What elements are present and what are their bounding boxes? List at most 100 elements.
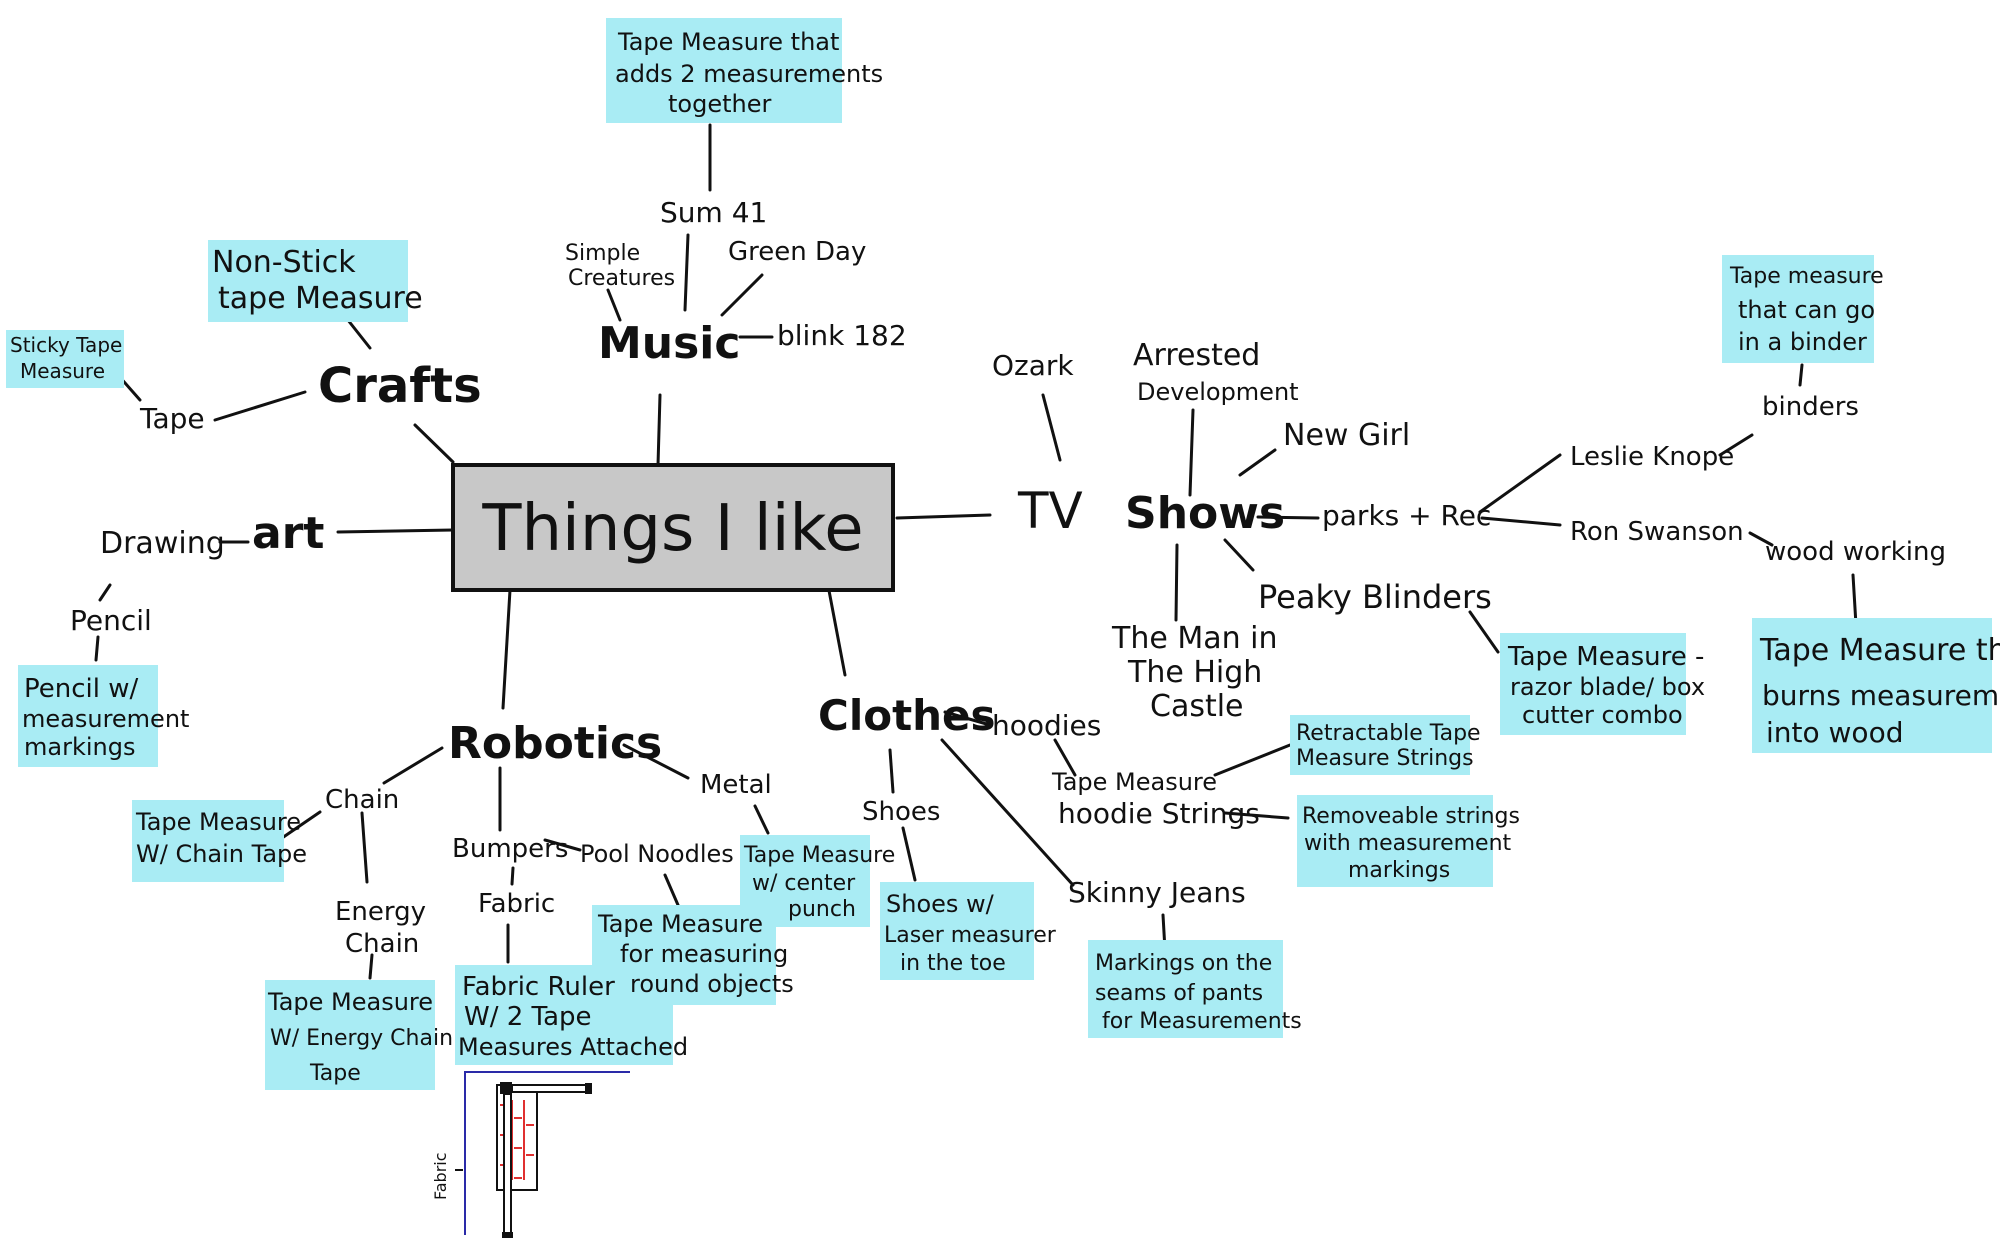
item-simple-creatures-line1: Simple (565, 241, 640, 266)
fabric-ruler-sketch: Fabric (431, 1071, 630, 1238)
item-energy-chain-line2: Chain (345, 929, 419, 959)
item-wood-working: wood working (1765, 537, 1946, 567)
note-retractable-line1: Retractable Tape (1296, 721, 1481, 746)
item-tape: Tape (139, 402, 205, 435)
item-energy-chain-line1: Energy (335, 897, 426, 927)
note-laser-shoe: Shoes w/ Laser measurer in the toe (884, 890, 1057, 976)
note-jeans-seams: Markings on the seams of pants for Measu… (1095, 951, 1302, 1034)
note-fabric-ruler: Fabric Ruler W/ 2 Tape Measures Attached (458, 972, 688, 1061)
note-laser-shoe-line1: Shoes w/ (886, 890, 995, 918)
topic-shows: Shows (1125, 488, 1285, 539)
note-burns-wood: Tape Measure that burns measurement into… (1759, 633, 2000, 749)
topic-robotics: Robotics (448, 718, 662, 769)
note-sticky-tape-line1: Sticky Tape (10, 333, 122, 357)
note-chain-tape-line2: W/ Chain Tape (136, 840, 307, 868)
note-pencil-marks-line2: measurement (22, 705, 189, 733)
topic-music: Music (598, 318, 740, 369)
note-binder-tape: Tape measure that can go in a binder (1729, 264, 1884, 356)
note-removable-line3: markings (1348, 858, 1450, 883)
item-blink182: blink 182 (777, 319, 907, 352)
item-hoodies: hoodies (992, 709, 1101, 742)
item-hoodie-strings-line1: Tape Measure (1051, 768, 1217, 796)
note-center-punch-line2: w/ center (752, 871, 856, 896)
note-removable: Removeable strings with measurement mark… (1302, 804, 1520, 883)
item-sum41: Sum 41 (660, 196, 767, 229)
topic-tv: TV (1017, 482, 1083, 540)
item-pencil: Pencil (70, 604, 152, 637)
note-backgrounds (6, 18, 1992, 1090)
note-non-stick-line1: Non-Stick (212, 245, 356, 280)
note-binder-tape-line1: Tape measure (1729, 264, 1884, 289)
item-arrested-line1: Arrested (1133, 338, 1260, 373)
note-chain-tape: Tape Measure W/ Chain Tape (135, 808, 307, 868)
item-bumpers: Bumpers (452, 834, 568, 864)
note-chain-tape-line1: Tape Measure (135, 808, 301, 836)
topic-crafts: Crafts (318, 358, 482, 414)
item-chain: Chain (325, 785, 399, 815)
note-razor-combo-line3: cutter combo (1522, 701, 1683, 729)
center-title: Things I like (481, 492, 863, 566)
note-laser-shoe-line2: Laser measurer (884, 923, 1057, 948)
item-shoes: Shoes (862, 797, 940, 827)
note-energy-chain-tape-line3: Tape (309, 1061, 361, 1086)
note-round-objects-line2: for measuring (620, 940, 788, 968)
note-tape-adds-line1: Tape Measure that (617, 28, 839, 56)
note-retractable-line2: Measure Strings (1296, 746, 1474, 771)
note-removable-line1: Removeable strings (1302, 804, 1520, 829)
item-new-girl: New Girl (1283, 418, 1410, 453)
item-pool-noodles: Pool Noodles (580, 840, 734, 868)
item-hoodie-strings-line2: hoodie Strings (1058, 797, 1260, 830)
item-man-high-castle-line3: Castle (1150, 689, 1244, 724)
note-burns-wood-line2: burns measurement (1762, 679, 2000, 712)
note-sticky-tape-line2: Measure (20, 359, 105, 383)
note-energy-chain-tape-line2: W/ Energy Chain (270, 1026, 453, 1051)
connector-lines (94, 123, 1858, 980)
tape-blade-tip-horizontal (585, 1083, 592, 1094)
note-round-objects: Tape Measure for measuring round objects (597, 910, 794, 998)
note-jeans-seams-line2: seams of pants (1095, 981, 1263, 1006)
tape-blade-horizontal (511, 1084, 588, 1093)
item-arrested-line2: Development (1137, 378, 1299, 406)
item-simple-creatures-line2: Creatures (568, 266, 675, 291)
item-ron-swanson: Ron Swanson (1570, 517, 1744, 547)
fabric-edge-line (464, 1071, 630, 1235)
item-man-high-castle-line1: The Man in (1111, 621, 1278, 656)
note-binder-tape-line3: in a binder (1738, 328, 1867, 356)
note-fabric-ruler-line3: Measures Attached (458, 1033, 688, 1061)
note-retractable: Retractable Tape Measure Strings (1296, 721, 1481, 771)
note-burns-wood-line3: into wood (1766, 716, 1903, 749)
item-ozark: Ozark (992, 349, 1074, 382)
center-box (451, 463, 895, 592)
item-parks-rec: parks + Rec (1322, 499, 1491, 532)
note-razor-combo-line1: Tape Measure - (1507, 642, 1704, 672)
note-round-objects-line1: Tape Measure (597, 910, 763, 938)
item-metal: Metal (700, 770, 772, 800)
tape-blade-tip-vertical (502, 1232, 513, 1238)
note-sticky-tape: Sticky Tape Measure (10, 333, 122, 383)
note-fabric-ruler-line1: Fabric Ruler (462, 972, 615, 1002)
fabric-sketch-label: Fabric (431, 1152, 450, 1200)
note-center-punch: Tape Measure w/ center punch (743, 843, 895, 922)
note-energy-chain-tape-line1: Tape Measure (267, 988, 433, 1016)
note-jeans-seams-line3: for Measurements (1102, 1009, 1302, 1034)
note-burns-wood-line1: Tape Measure that (1759, 633, 2000, 668)
note-removable-line2: with measurement (1304, 831, 1512, 856)
note-fabric-ruler-line2: W/ 2 Tape (464, 1002, 592, 1032)
note-razor-combo: Tape Measure - razor blade/ box cutter c… (1507, 642, 1705, 729)
tape-measure-top (500, 1082, 512, 1094)
note-center-punch-line1: Tape Measure (743, 843, 895, 868)
note-non-stick: Non-Stick tape Measure (212, 245, 423, 316)
note-center-punch-line3: punch (788, 897, 856, 922)
item-drawing: Drawing (100, 526, 225, 561)
note-non-stick-line2: tape Measure (218, 281, 423, 316)
item-man-high-castle-line2: The High (1127, 655, 1262, 690)
tape-blade-vertical (503, 1093, 512, 1235)
note-jeans-seams-line1: Markings on the (1095, 951, 1272, 976)
note-round-objects-line3: round objects (630, 970, 794, 998)
item-skinny-jeans: Skinny Jeans (1068, 876, 1246, 909)
note-pencil-marks: Pencil w/ measurement markings (22, 674, 189, 761)
note-binder-tape-line2: that can go (1738, 296, 1875, 324)
topic-clothes: Clothes (818, 691, 996, 740)
note-razor-combo-line2: razor blade/ box (1510, 673, 1705, 701)
